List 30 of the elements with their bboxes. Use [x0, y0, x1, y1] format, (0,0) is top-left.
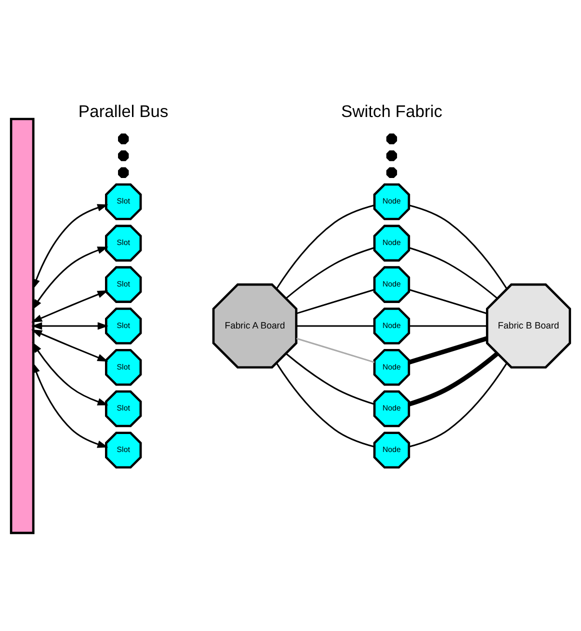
connector: [296, 324, 374, 326]
connector: [408, 288, 488, 314]
node-octagon: [118, 150, 129, 161]
label: Parallel Bus: [78, 102, 168, 121]
arrow: [32, 341, 108, 405]
connector: [408, 351, 499, 406]
connector: [286, 352, 375, 404]
label: Switch Fabric: [341, 102, 442, 121]
connector: [276, 362, 375, 447]
arrow: [31, 322, 108, 330]
arrow: [32, 362, 108, 448]
arrow: [31, 329, 108, 362]
arrow: [32, 246, 108, 310]
arrow: [31, 290, 108, 322]
connector: [408, 246, 498, 298]
arrow: [32, 204, 108, 290]
connector: [408, 362, 508, 447]
node-octagon: [386, 166, 398, 178]
node-octagon: [118, 166, 129, 178]
connector: [296, 288, 375, 314]
connector: [296, 337, 375, 363]
connector: [409, 324, 487, 326]
connector: [408, 204, 508, 289]
connector: [276, 204, 375, 289]
connector: [408, 336, 488, 364]
connector: [286, 246, 375, 298]
node-octagon: [118, 133, 129, 144]
node-octagon: [386, 150, 398, 161]
node-bar: [10, 117, 34, 534]
node-octagon: [386, 133, 398, 144]
